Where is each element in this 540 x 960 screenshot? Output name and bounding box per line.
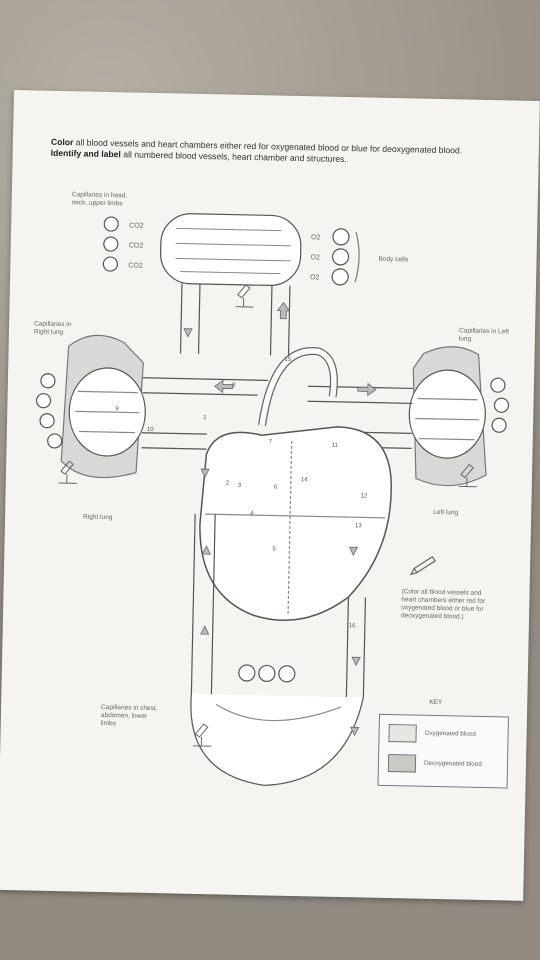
co2-label-1: CO2 [129,222,144,229]
number-3: 3 [238,483,242,489]
key-deoxygenated-label: Deoxygenated blood [423,759,482,768]
number-1: 1 [203,415,207,421]
number-11: 11 [332,443,339,449]
label-capillaries-head: Capillaries in head, neck, upper limbs [71,191,128,208]
number-5: 5 [272,547,276,553]
label-color-note: (Color all blood vessels and heart chamb… [401,588,486,621]
label-capillaries-right-lung: Capillaries in Right lung [33,320,72,337]
microscope-icon [58,284,477,747]
number-7: 7 [269,439,273,445]
label-body-cells: Body cells [378,255,409,264]
label-right-lung: Right lung [82,513,113,522]
label-left-lung: Left lung [433,508,459,517]
number-15: 15 [284,357,291,363]
number-9: 9 [115,406,119,412]
number-2: 2 [226,481,230,487]
worksheet-page: Color all blood vessels and heart chambe… [0,90,540,901]
label-capillaries-lower: Capillaries in chest, abdomen, lower lim… [100,703,158,728]
pencil-icon [409,556,437,576]
key-swatch-oxygenated [388,723,417,743]
number-4: 4 [250,511,254,517]
key-oxygenated-label: Oxygenated blood [424,729,476,738]
key-title: KEY [429,698,443,707]
number-10: 10 [147,427,154,433]
number-12: 12 [361,493,368,499]
label-capillaries-left-lung: Capillaries in Left lung [458,327,509,343]
number-8: 8 [232,383,236,389]
structure-numbers: 1 2 3 4 5 6 7 8 9 10 11 12 13 14 15 16 [115,357,368,630]
number-6: 6 [274,485,278,491]
o2-label-2: O2 [310,254,320,261]
o2-label-1: O2 [311,234,321,241]
key-swatch-deoxygenated [387,753,417,773]
number-14: 14 [301,477,308,483]
co2-label-2: CO2 [129,242,144,249]
o2-label-3: O2 [310,274,320,281]
number-16: 16 [349,623,356,629]
number-13: 13 [355,523,362,529]
co2-label-3: CO2 [128,262,143,269]
circulatory-diagram: 1 2 3 4 5 6 7 8 9 10 11 12 13 14 15 16 C… [35,213,510,787]
